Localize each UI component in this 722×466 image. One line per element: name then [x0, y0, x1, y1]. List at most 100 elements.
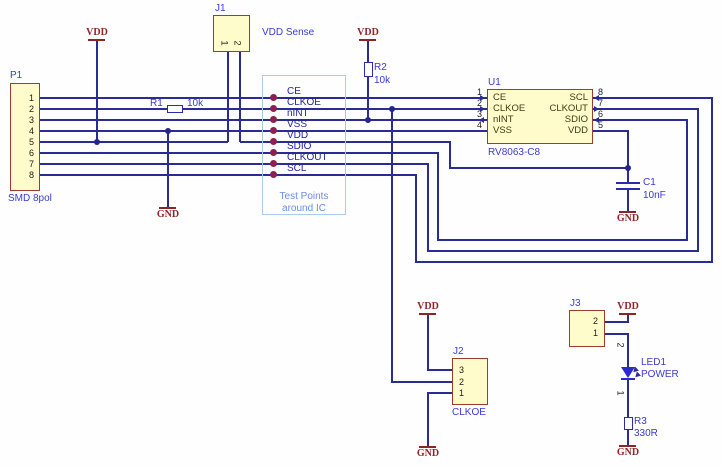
- gnd-symbol-left: GND: [156, 209, 180, 220]
- u1-pin8-arrow-icon: [594, 95, 599, 101]
- test-points-note-line2: around IC: [282, 203, 326, 214]
- gnd-bar-j2: [419, 446, 436, 448]
- u1-pin-name-vdd: VDD: [567, 125, 588, 136]
- test-points-box: [262, 75, 346, 215]
- vdd-bar-j2: [419, 313, 436, 315]
- u1-body: [487, 89, 593, 144]
- j1-pin-1: 1: [219, 40, 230, 46]
- c1-value: 10nF: [643, 190, 666, 201]
- wire-clkoe-down: [391, 108, 393, 383]
- testpoint-label-vss: VSS: [287, 119, 308, 130]
- wire-sdio-up: [686, 119, 688, 241]
- vdd-bar-j3: [619, 313, 636, 315]
- testpoint-label-vdd: VDD: [287, 130, 309, 141]
- wire-clkout-bottom: [427, 250, 699, 252]
- p1-pin-3: 3: [28, 115, 34, 125]
- p1-body: [10, 83, 40, 191]
- vdd-bar-left: [88, 39, 105, 41]
- u1-pin-num-6: 6: [598, 109, 604, 119]
- wire-vdd-symbol-drop: [96, 41, 98, 142]
- j3-pin-1: 1: [592, 328, 598, 338]
- wire-scl-pin: [593, 97, 713, 99]
- u1-pin-name-scl: SCL: [569, 92, 588, 103]
- testpoint-dot-scl: [270, 171, 277, 178]
- j2-value: CLKOE: [452, 407, 486, 418]
- wire-j2-pin2: [391, 381, 452, 383]
- u1-pin-num-2: 2: [476, 98, 482, 108]
- testpoint-label-clkout: CLKOUT: [287, 152, 328, 163]
- junction-vdd-c1: [625, 165, 631, 171]
- vdd-sense-label: VDD Sense: [262, 27, 315, 38]
- gnd-symbol-r3: GND: [616, 447, 640, 458]
- vdd-bar-r2: [359, 39, 376, 41]
- led1-pin-1: 1: [615, 390, 626, 396]
- r1-body: [167, 105, 183, 113]
- wire-r2-top: [367, 41, 369, 62]
- gnd-bar-c1: [619, 211, 636, 213]
- wire-r3-bottom: [627, 430, 629, 446]
- led1-value: POWER: [641, 369, 679, 380]
- wire-nint: [40, 119, 487, 121]
- wire-j3-vdd-v: [627, 314, 629, 323]
- testpoint-label-ce: CE: [287, 86, 301, 97]
- wire-c1-bottom: [627, 190, 629, 212]
- wire-gnd-drop: [167, 130, 169, 208]
- testpoint-label-nint: nINT: [287, 108, 309, 119]
- junction-vss-gnd: [165, 128, 171, 134]
- j2-designator: J2: [453, 346, 464, 357]
- wire-clkoe-right: [183, 108, 487, 110]
- u1-pin-num-1: 1: [476, 87, 482, 97]
- j2-pin-1: 1: [459, 388, 465, 398]
- testpoint-dot-vss: [270, 127, 277, 134]
- wire-j2-pin3-h: [428, 369, 452, 371]
- p1-pin-5: 5: [28, 137, 34, 147]
- j2-body: [452, 358, 488, 405]
- test-points-note-line1: Test Points: [279, 191, 329, 202]
- wire-clkout: [40, 163, 428, 165]
- wire-r2-bottom: [367, 77, 369, 121]
- u1-designator: U1: [488, 77, 501, 88]
- wire-clkout-pin: [593, 108, 699, 110]
- gnd-bar-r3: [619, 445, 636, 447]
- u1-pin-num-3: 3: [476, 109, 482, 119]
- u1-pin2-arrow-icon: [480, 106, 485, 112]
- junction-r2-nint: [365, 117, 371, 123]
- u1-pin1-arrow-icon: [480, 95, 485, 101]
- led1-pin-2: 2: [615, 342, 626, 348]
- wire-j3-pin2-h: [605, 321, 629, 323]
- p1-pin-6: 6: [28, 148, 34, 158]
- junction-clkoe-j2: [389, 106, 395, 112]
- wire-j1-pin1-drop: [227, 52, 229, 142]
- testpoint-dot-nint: [270, 116, 277, 123]
- j3-body: [569, 310, 605, 347]
- u1-pin-num-4: 4: [476, 120, 482, 130]
- j1-designator: J1: [215, 3, 226, 14]
- wire-ce: [40, 97, 487, 99]
- led1-triangle-icon: [621, 367, 635, 378]
- wire-led-top: [627, 333, 629, 367]
- vdd-symbol-left: VDD: [86, 27, 108, 38]
- vdd-symbol-j3: VDD: [617, 301, 639, 312]
- r1-value: 10k: [187, 98, 204, 109]
- vdd-symbol-r2: VDD: [357, 27, 379, 38]
- r3-value: 330R: [634, 428, 658, 439]
- testpoint-dot-vdd: [270, 138, 277, 145]
- wire-scl-down: [415, 174, 417, 263]
- testpoint-dot-clkoe: [270, 105, 277, 112]
- u1-pin-name-vss: VSS: [493, 125, 513, 136]
- u1-pin-name-nint: nINT: [493, 114, 514, 125]
- testpoint-label-sdio: SDIO: [287, 141, 312, 152]
- r3-body: [624, 417, 633, 430]
- r3-designator: R3: [634, 416, 647, 427]
- wire-scl-bottom: [415, 261, 713, 263]
- u1-pin-name-clkout: CLKOUT: [549, 103, 588, 114]
- wire-led-bottom: [627, 379, 629, 417]
- u1-pin-num-5: 5: [598, 120, 604, 130]
- wire-vss: [40, 130, 487, 132]
- testpoint-dot-sdio: [270, 149, 277, 156]
- wire-scl: [40, 174, 416, 176]
- u1-pin-num-7: 7: [598, 98, 604, 108]
- testpoint-dot-clkout: [270, 160, 277, 167]
- testpoint-dot-ce: [270, 94, 277, 101]
